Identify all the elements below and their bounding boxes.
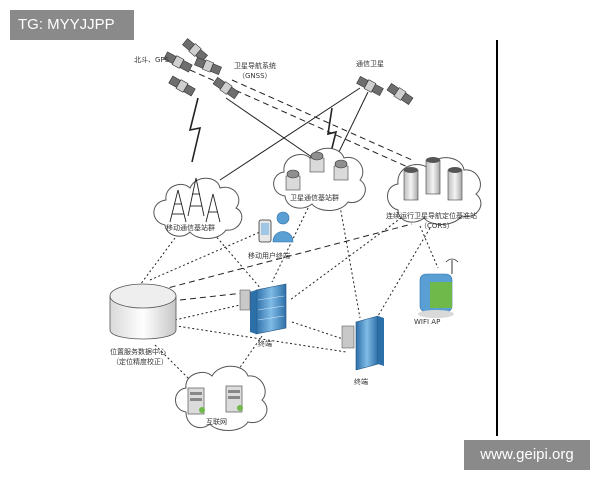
- link-dbcenter-internet: [154, 344, 191, 381]
- label-gnss-abbr: （GNSS）: [238, 72, 272, 80]
- label-mobile-base: 移动通信基站群: [166, 223, 215, 232]
- label-cors-abbr: （CORS）: [420, 222, 454, 230]
- link-satbase-terminal2: [339, 205, 361, 319]
- link-commsat-mobilebase: [219, 87, 361, 181]
- cloud-mobile-base: [153, 177, 243, 239]
- vertical-divider: [496, 40, 498, 436]
- link-cors-terminal: [289, 214, 406, 301]
- link-dbcenter-cors: [159, 223, 413, 291]
- satellite-icon: [212, 76, 240, 100]
- label-location-center-sub: （定位精度校正）: [112, 357, 168, 366]
- link-gnss-cors: [231, 79, 413, 161]
- link-gnss-satbase: [225, 97, 317, 161]
- phone-icon: [258, 219, 272, 243]
- link-dbcenter-terminal: [174, 304, 241, 321]
- watermark-bottom-right: www.geipi.org: [464, 440, 590, 470]
- link-cors-terminal2: [371, 227, 431, 327]
- tower-icon: [169, 177, 221, 223]
- satellite-icon: [168, 75, 196, 97]
- watermark-top-left: TG: MYYJJPP: [10, 10, 134, 40]
- signal-bolt-comm: [327, 107, 338, 157]
- link-db-mobileuser: [149, 231, 261, 281]
- cloud-internet: [175, 365, 268, 431]
- dish-icon: [285, 151, 349, 191]
- link-cors-wifi: [419, 225, 439, 269]
- label-location-center: 位置服务数据中心: [110, 347, 166, 356]
- label-gnss: 卫星导航系统: [234, 61, 276, 70]
- label-mobile-user: 移动用户终端: [248, 251, 290, 260]
- label-terminal-b: 终端: [354, 377, 368, 386]
- signal-bolt-gps: [188, 97, 202, 163]
- link-satbase-terminal: [271, 203, 311, 283]
- database-icon: [109, 283, 177, 340]
- label-terminal-a: 终端: [258, 339, 272, 348]
- label-sat-base: 卫星通信基站群: [290, 193, 339, 202]
- label-comm-satellite: 通信卫星: [356, 59, 384, 68]
- link-mobilebase-dbcenter: [139, 237, 176, 286]
- link-terminal-terminal2: [291, 321, 347, 341]
- satellite-icon: [182, 38, 208, 62]
- satellite-icon: [356, 75, 384, 97]
- link-mobilebase-terminal: [213, 233, 263, 291]
- wifi-icon: [418, 258, 459, 318]
- label-wifi-ap: WIFI AP: [414, 318, 440, 326]
- link-commsat-satbase: [335, 91, 369, 159]
- label-internet: 互联网: [206, 417, 227, 426]
- label-beidou-gps: 北斗、GPS: [134, 56, 170, 64]
- cors-station-icon: [403, 157, 463, 201]
- label-cors: 连续运行卫星导航定位基准站: [386, 211, 477, 220]
- building-icon: [341, 315, 384, 371]
- server-icon: [187, 385, 243, 415]
- satellite-icon: [386, 82, 414, 106]
- satellite-icon: [194, 57, 222, 75]
- diagram-labels: 北斗、GPS 卫星导航系统 （GNSS） 通信卫星 移动通信基站群 卫星通信基站…: [110, 56, 477, 426]
- person-icon: [272, 211, 294, 243]
- satellite-icon: [163, 51, 193, 73]
- building-icon: [239, 283, 287, 335]
